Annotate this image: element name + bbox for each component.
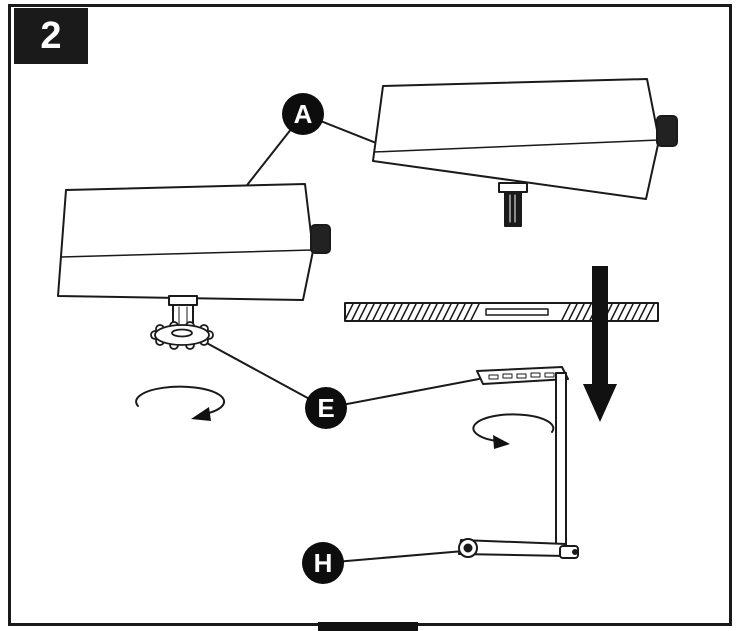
speaker-left-body — [57, 183, 314, 301]
bracket-plate-slot-3 — [516, 373, 527, 379]
page-bottom-marker — [318, 622, 418, 631]
ceiling-panel — [344, 302, 659, 322]
hand-wheel-hub — [171, 328, 193, 338]
ceiling-hatch-left — [344, 303, 480, 321]
step-number-box: 2 — [14, 8, 88, 64]
callout-line-h-screw — [322, 550, 465, 564]
callout-badge-e: E — [305, 387, 347, 429]
hand-wheel — [150, 321, 214, 350]
bracket-end-screw — [572, 549, 578, 555]
step-number: 2 — [40, 14, 62, 57]
callout-leader-lines — [202, 113, 480, 564]
speaker-left — [57, 183, 331, 328]
speaker-left-fold-line — [60, 249, 313, 258]
speaker-right-fold-line — [373, 139, 660, 153]
thumb-screw-center — [463, 543, 473, 553]
mounting-bracket — [458, 366, 579, 559]
rotate-arrow-left-head — [191, 407, 211, 421]
down-arrow-head — [583, 384, 617, 422]
bracket-plate-slot-1 — [488, 374, 499, 380]
rotate-arrow-right-arc — [472, 413, 555, 442]
callout-badge-h: H — [302, 542, 344, 584]
callout-badge-a: A — [282, 93, 324, 135]
rotate-arrow-left-icon — [135, 385, 226, 421]
callout-label-e: E — [317, 392, 335, 423]
bracket-vertical-bar — [555, 372, 567, 554]
speaker-right-knob — [656, 115, 678, 147]
rotate-arrow-right-icon — [472, 413, 555, 449]
speaker-right-mount-post — [504, 191, 522, 227]
callout-line-e-plate — [325, 378, 480, 409]
bracket-plate-slot-2 — [502, 373, 513, 379]
down-arrow-icon — [583, 266, 617, 422]
down-arrow-shaft — [592, 266, 608, 386]
callout-label-a: A — [293, 98, 313, 129]
speaker-left-mount-flange — [168, 295, 198, 306]
speaker-right-mount-flange — [498, 182, 528, 193]
callout-label-h: H — [313, 547, 333, 578]
bracket-plate-slot-5 — [544, 372, 555, 378]
speaker-left-knob — [310, 224, 331, 254]
rotate-arrow-left-arc — [135, 385, 226, 415]
rotate-arrow-right-head — [493, 435, 510, 449]
speaker-right — [372, 78, 678, 227]
ceiling-mount-slot — [485, 308, 549, 316]
speaker-right-body — [372, 78, 660, 200]
callout-line-e-wheel — [202, 340, 327, 409]
bracket-plate-slot-4 — [530, 372, 541, 378]
